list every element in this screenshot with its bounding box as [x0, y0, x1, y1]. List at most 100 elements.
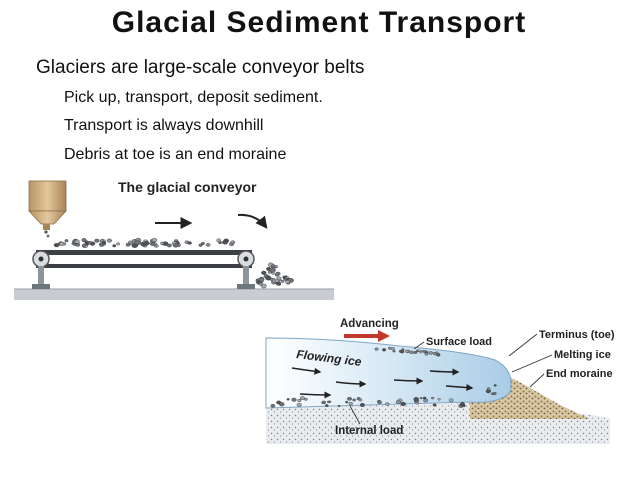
- slide-title: Glacial Sediment Transport: [111, 6, 527, 39]
- pebble: [296, 402, 302, 407]
- pebble: [216, 238, 221, 243]
- pebble: [419, 397, 423, 400]
- main-bullet: Glaciers are large-scale conveyor belts: [36, 57, 365, 78]
- pebble: [230, 240, 236, 245]
- pebble: [53, 243, 60, 248]
- pebble: [166, 243, 172, 248]
- conveyor-drop-arrow: [237, 213, 268, 229]
- pebble: [297, 398, 302, 403]
- pebble: [400, 401, 406, 407]
- pebble: [187, 241, 192, 245]
- pebble: [258, 277, 265, 282]
- surface-debris: [374, 346, 441, 357]
- label-internal-load: Internal load: [335, 425, 403, 437]
- pebble: [261, 270, 267, 275]
- conveyor-title: The glacial conveyor: [118, 179, 257, 195]
- pebble: [431, 396, 435, 400]
- pebble: [274, 265, 278, 269]
- pebble: [413, 351, 418, 354]
- pebble: [59, 241, 65, 246]
- leader-lines: [349, 333, 553, 425]
- pebble: [409, 350, 414, 355]
- pebble: [345, 400, 349, 404]
- pebble: [321, 400, 327, 405]
- glacier-ice: [265, 337, 512, 409]
- pebble: [285, 279, 290, 284]
- pebble: [151, 238, 158, 243]
- advancing-arrow: [344, 330, 390, 342]
- pebble: [390, 347, 395, 351]
- pebble: [150, 242, 156, 247]
- gravel-pile: [255, 262, 294, 289]
- pebble: [134, 240, 141, 245]
- conveyor-ground: [14, 289, 334, 300]
- pebble: [300, 396, 305, 400]
- label-end-moraine: End moraine: [546, 368, 613, 380]
- pebble: [258, 282, 263, 286]
- pebble: [270, 403, 276, 408]
- pebble: [101, 240, 106, 244]
- pebble: [286, 398, 290, 401]
- pebble: [276, 276, 282, 281]
- pebble: [435, 351, 439, 354]
- pebble: [74, 239, 80, 244]
- pebble: [492, 392, 497, 395]
- pebble: [392, 350, 396, 353]
- pebble: [448, 398, 454, 403]
- sub-bullet-3: Debris at toe is an end moraine: [64, 146, 287, 163]
- pebble: [377, 400, 382, 405]
- pebble: [106, 238, 113, 243]
- pebble: [271, 271, 275, 275]
- pebble: [269, 267, 276, 272]
- pebble: [401, 348, 405, 351]
- pebble: [84, 240, 89, 244]
- label-advancing: Advancing: [340, 318, 399, 330]
- pebble: [486, 387, 491, 391]
- pebble: [282, 275, 287, 279]
- belt-gravel: [53, 237, 236, 249]
- ice-flow-arrows: [291, 367, 474, 399]
- pebble: [424, 352, 429, 356]
- glacier-diagram: Advancing Surface load Terminus (toe) Me…: [265, 318, 615, 444]
- pebble: [304, 397, 308, 401]
- pebble: [413, 397, 419, 402]
- pebble: [64, 239, 69, 243]
- pebble: [125, 242, 131, 247]
- pebble: [160, 241, 165, 245]
- pebble: [267, 270, 272, 274]
- pebble: [395, 400, 401, 404]
- pebble: [112, 244, 117, 248]
- pebble: [116, 242, 121, 246]
- pebble: [359, 403, 365, 407]
- sub-bullet-1: Pick up, transport, deposit sediment.: [64, 89, 323, 106]
- pebble: [382, 348, 387, 352]
- conveyor-belt: [32, 250, 255, 289]
- pebble: [222, 240, 228, 245]
- pebble: [94, 238, 100, 243]
- pebble: [327, 400, 331, 404]
- pebble: [374, 347, 379, 351]
- pebble: [415, 401, 419, 405]
- pebble: [280, 279, 285, 283]
- pebble: [291, 397, 297, 402]
- pebble: [153, 244, 159, 248]
- pebble: [173, 243, 179, 248]
- pebble: [265, 275, 272, 281]
- pebble: [432, 403, 437, 407]
- pebble: [421, 349, 425, 353]
- pebble: [200, 241, 205, 245]
- pebble: [100, 238, 104, 242]
- pebble: [325, 404, 329, 407]
- pebble: [461, 404, 466, 408]
- pebble: [348, 401, 353, 406]
- pebble: [385, 402, 390, 406]
- pebble: [275, 281, 282, 286]
- label-surface-load: Surface load: [426, 336, 492, 348]
- pebble: [278, 402, 285, 407]
- internal-debris: [270, 384, 497, 408]
- pebble: [422, 396, 427, 400]
- pebble: [436, 353, 440, 356]
- label-melting-ice: Melting ice: [554, 349, 611, 361]
- pebble: [404, 349, 409, 353]
